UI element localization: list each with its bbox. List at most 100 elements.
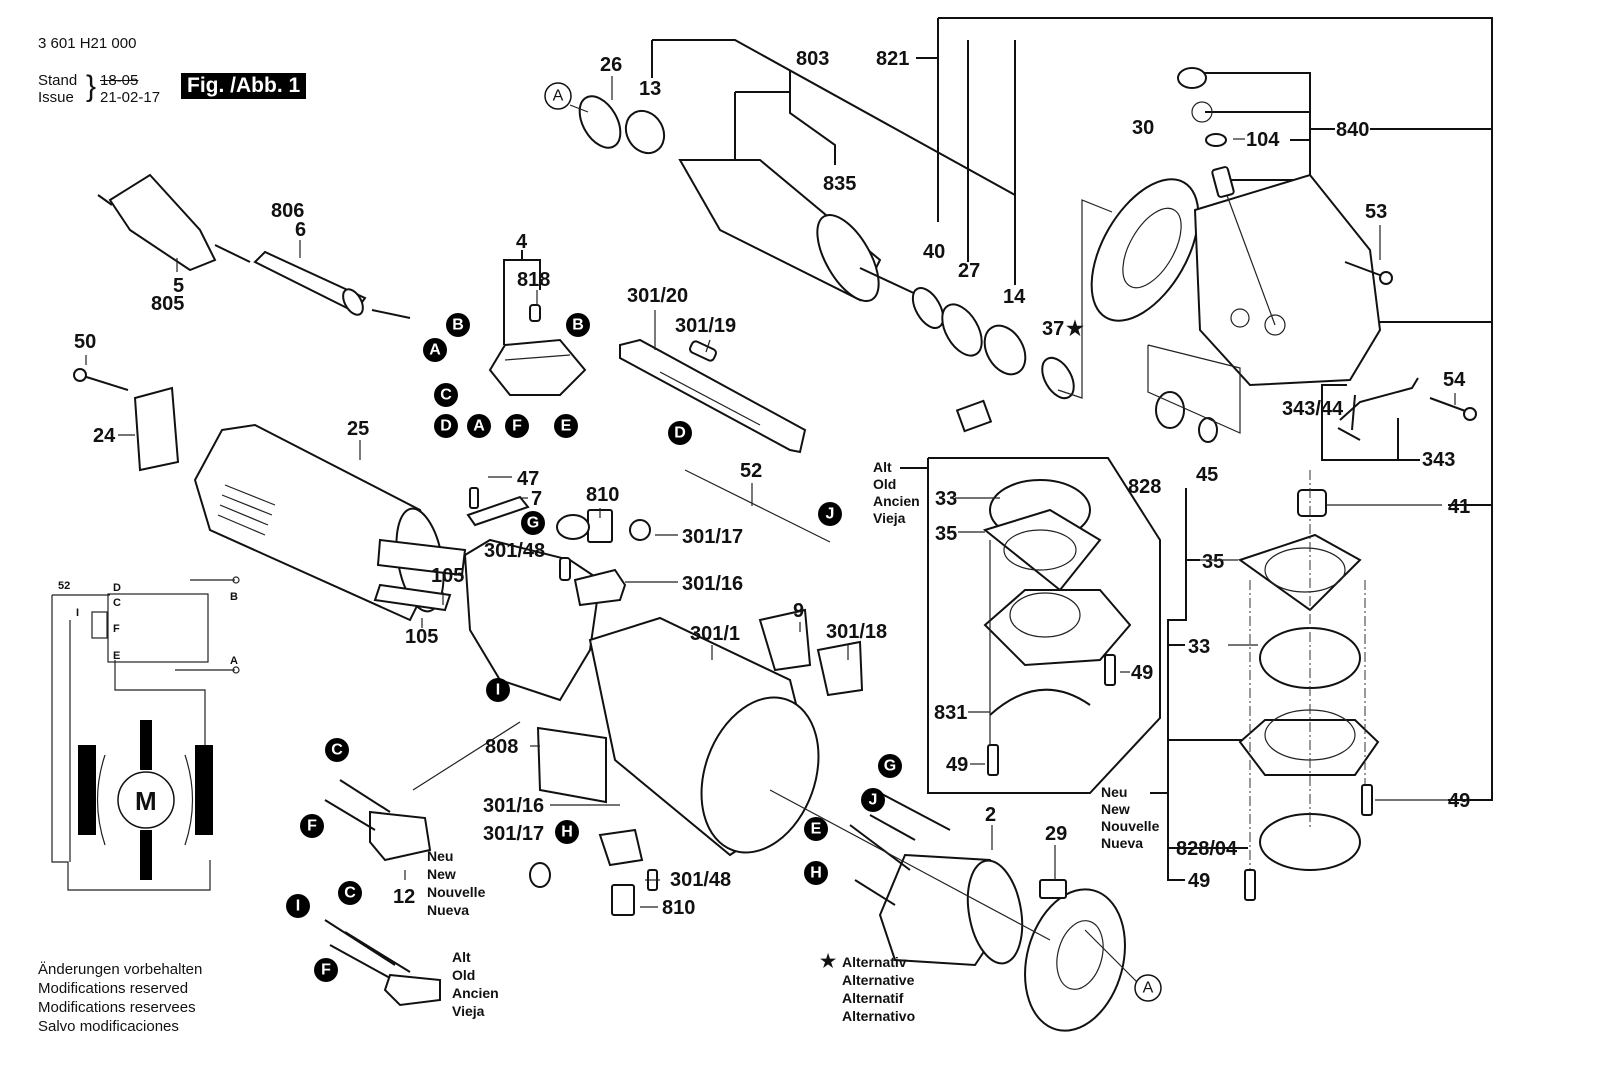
part-brush-holder-lower[interactable] bbox=[529, 828, 658, 916]
label-803[interactable]: 803 bbox=[796, 48, 829, 70]
label-37[interactable]: 37 bbox=[1042, 318, 1064, 340]
wire-52[interactable] bbox=[684, 469, 831, 543]
label-301-1[interactable]: 301/1 bbox=[690, 623, 740, 645]
label-301-16-top[interactable]: 301/16 bbox=[682, 573, 743, 595]
label-343[interactable]: 343 bbox=[1422, 449, 1455, 471]
connector-c-switch[interactable]: C bbox=[434, 383, 458, 407]
label-29[interactable]: 29 bbox=[1045, 823, 1067, 845]
label-840[interactable]: 840 bbox=[1336, 119, 1369, 141]
label-52[interactable]: 52 bbox=[740, 460, 762, 482]
connector-f-old-leads[interactable]: F bbox=[314, 958, 338, 982]
label-53[interactable]: 53 bbox=[1365, 201, 1387, 223]
part-field-coil-2[interactable] bbox=[849, 792, 1030, 968]
label-806[interactable]: 806 bbox=[271, 200, 304, 222]
label-35-old[interactable]: 35 bbox=[935, 523, 957, 545]
connector-d-switch[interactable]: D bbox=[434, 414, 458, 438]
connector-g-brush[interactable]: G bbox=[521, 511, 545, 535]
part-brush-holder[interactable] bbox=[466, 487, 651, 607]
label-14[interactable]: 14 bbox=[1003, 286, 1026, 308]
label-835[interactable]: 835 bbox=[823, 173, 856, 195]
part-gear-small[interactable] bbox=[1147, 344, 1241, 443]
part-motor-housing-25[interactable] bbox=[193, 423, 467, 622]
label-6[interactable]: 6 bbox=[295, 219, 306, 241]
label-105-top[interactable]: 105 bbox=[431, 565, 464, 587]
connector-a-cable[interactable]: A bbox=[423, 338, 447, 362]
part-cover-29[interactable] bbox=[1010, 878, 1140, 1042]
label-821[interactable]: 821 bbox=[876, 48, 909, 70]
connector-g-field[interactable]: G bbox=[878, 754, 902, 778]
label-104[interactable]: 104 bbox=[1246, 129, 1280, 151]
label-2[interactable]: 2 bbox=[985, 804, 996, 826]
label-301-48-top[interactable]: 301/48 bbox=[484, 540, 545, 562]
connector-j-field[interactable]: J bbox=[861, 788, 885, 812]
label-41[interactable]: 41 bbox=[1448, 496, 1470, 518]
connector-c-new-leads[interactable]: C bbox=[325, 738, 349, 762]
part-brush-leads-new[interactable] bbox=[324, 721, 521, 862]
label-301-20[interactable]: 301/20 bbox=[627, 285, 688, 307]
part-plug-cable[interactable] bbox=[97, 173, 411, 319]
connector-f-new-leads[interactable]: F bbox=[300, 814, 324, 838]
label-24[interactable]: 24 bbox=[93, 425, 116, 447]
connector-e-switch[interactable]: E bbox=[554, 414, 578, 438]
label-828-04[interactable]: 828/04 bbox=[1176, 838, 1238, 860]
part-screws-53-54[interactable] bbox=[1344, 261, 1477, 421]
label-13[interactable]: 13 bbox=[639, 78, 661, 100]
connector-c-old-leads[interactable]: C bbox=[338, 881, 362, 905]
label-818[interactable]: 818 bbox=[517, 269, 550, 291]
label-40[interactable]: 40 bbox=[923, 241, 945, 263]
connector-i-old-leads[interactable]: I bbox=[286, 894, 310, 918]
label-26[interactable]: 26 bbox=[600, 54, 622, 76]
part-slide-bar[interactable] bbox=[619, 338, 807, 454]
label-50[interactable]: 50 bbox=[74, 331, 96, 353]
part-brush-leads-old[interactable] bbox=[324, 919, 441, 1007]
part-spindle-lock[interactable] bbox=[1177, 67, 1235, 198]
label-7[interactable]: 7 bbox=[531, 488, 542, 510]
label-33-new[interactable]: 33 bbox=[1188, 636, 1210, 658]
label-828[interactable]: 828 bbox=[1128, 476, 1161, 498]
label-301-17-top[interactable]: 301/17 bbox=[682, 526, 743, 548]
connector-a-open-top[interactable]: A bbox=[544, 82, 572, 110]
label-301-19[interactable]: 301/19 bbox=[675, 315, 736, 337]
connector-b-cable[interactable]: B bbox=[446, 313, 470, 337]
label-808[interactable]: 808 bbox=[485, 736, 518, 758]
part-switch-4[interactable] bbox=[488, 304, 587, 396]
label-12[interactable]: 12 bbox=[393, 886, 415, 908]
label-45[interactable]: 45 bbox=[1196, 464, 1218, 486]
label-343-44[interactable]: 343/44 bbox=[1282, 398, 1344, 420]
part-guard-30[interactable] bbox=[1070, 161, 1221, 338]
label-47[interactable]: 47 bbox=[517, 468, 539, 490]
connector-f-switch[interactable]: F bbox=[505, 414, 529, 438]
label-301-17-bottom[interactable]: 301/17 bbox=[483, 823, 544, 845]
label-5[interactable]: 5 bbox=[173, 275, 184, 297]
label-9[interactable]: 9 bbox=[793, 600, 804, 622]
label-49-right[interactable]: 49 bbox=[1448, 790, 1470, 812]
connector-b-switch[interactable]: B bbox=[566, 313, 590, 337]
part-cable-clamp[interactable] bbox=[73, 368, 180, 472]
label-27[interactable]: 27 bbox=[958, 260, 980, 282]
label-54[interactable]: 54 bbox=[1443, 369, 1466, 391]
label-49-new-bottom[interactable]: 49 bbox=[1188, 870, 1210, 892]
label-301-48-bottom[interactable]: 301/48 bbox=[670, 869, 731, 891]
connector-h-field[interactable]: H bbox=[804, 861, 828, 885]
part-bearings-row[interactable] bbox=[907, 283, 1081, 433]
connector-a-switch[interactable]: A bbox=[467, 414, 491, 438]
label-25[interactable]: 25 bbox=[347, 418, 369, 440]
label-35-new[interactable]: 35 bbox=[1202, 551, 1224, 573]
label-105-bottom[interactable]: 105 bbox=[405, 626, 438, 648]
label-49-old-mid[interactable]: 49 bbox=[1131, 662, 1153, 684]
label-831[interactable]: 831 bbox=[934, 702, 967, 724]
label-4[interactable]: 4 bbox=[516, 231, 528, 253]
connector-a-open-bottom[interactable]: A bbox=[1134, 974, 1162, 1002]
label-49-old-bottom[interactable]: 49 bbox=[946, 754, 968, 776]
label-810-top[interactable]: 810 bbox=[586, 484, 619, 506]
part-new-gear-stack[interactable] bbox=[1237, 470, 1380, 901]
connector-e-field[interactable]: E bbox=[804, 817, 828, 841]
part-armature[interactable] bbox=[571, 89, 921, 310]
label-30[interactable]: 30 bbox=[1132, 117, 1154, 139]
connector-d-wire[interactable]: D bbox=[668, 421, 692, 445]
part-motor-housing-301-1[interactable] bbox=[463, 538, 864, 869]
connector-j-wire[interactable]: J bbox=[818, 502, 842, 526]
label-805[interactable]: 805 bbox=[151, 293, 184, 315]
part-lever-343[interactable] bbox=[1337, 377, 1419, 441]
label-301-16-bottom[interactable]: 301/16 bbox=[483, 795, 544, 817]
